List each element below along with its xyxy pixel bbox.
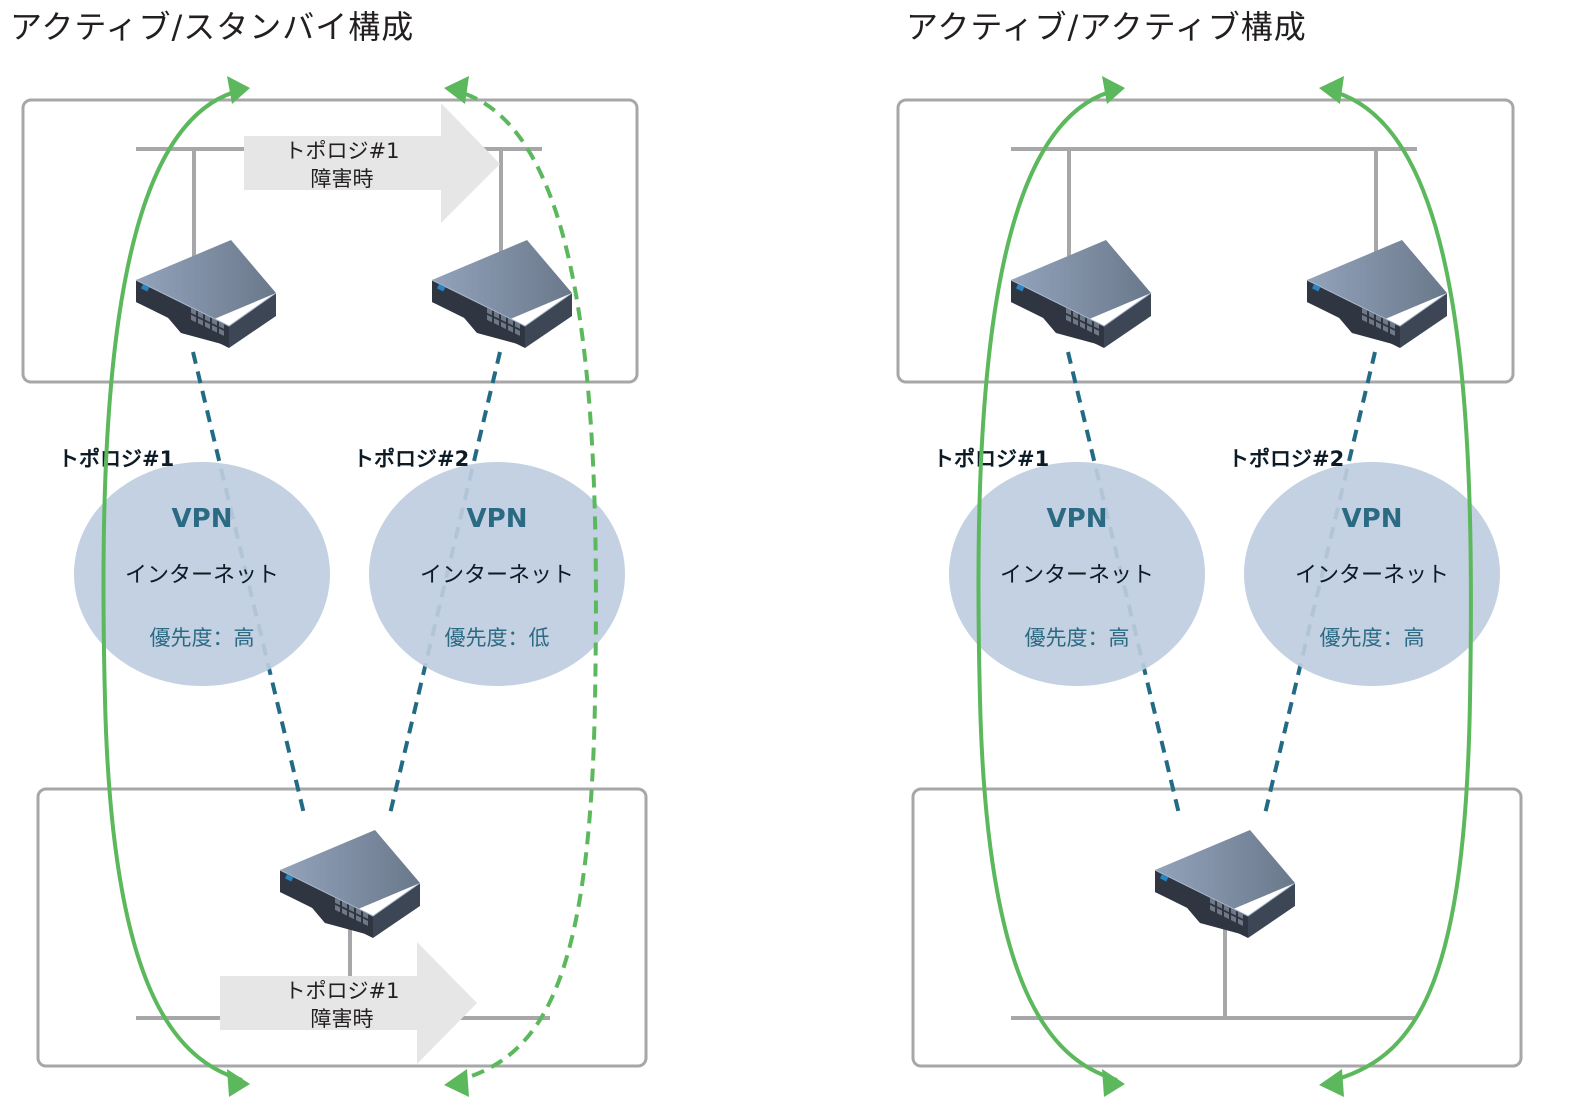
traffic-path-topology-2: [451, 88, 598, 1084]
traffic-arrowhead-icon: [227, 1069, 250, 1097]
vpn-label: VPN: [172, 504, 233, 534]
traffic-arrowhead-icon: [1102, 76, 1125, 104]
internet-label: インターネット: [125, 563, 279, 588]
branch-router-icon: [1154, 829, 1296, 939]
failover-arrow-label-line1: トポロジ#1: [285, 139, 400, 163]
hub-router-2-icon: [1306, 239, 1448, 349]
failover-arrow-label-line1: トポロジ#1: [285, 979, 400, 1003]
failover-arrow-label-line2: 障害時: [311, 1007, 374, 1031]
traffic-path-topology-2: [1326, 88, 1473, 1084]
failover-arrow-bottom: トポロジ#1 障害時: [220, 942, 477, 1064]
vpn-label: VPN: [1047, 504, 1108, 534]
priority-label: 優先度：高: [1320, 626, 1425, 650]
internet-label: インターネット: [1295, 563, 1449, 588]
topology-label: トポロジ#1: [933, 447, 1049, 471]
hub-router-1-icon: [135, 239, 277, 349]
branch-site-box: [911, 787, 1523, 1068]
internet-label: インターネット: [420, 563, 574, 588]
panel-title-active-active: アクティブ/アクティブ構成: [906, 8, 1307, 46]
vpn-label: VPN: [1342, 504, 1403, 534]
panel-active-active: トポロジ#1 VPN インターネット 優先度：高 トポロジ#2 VPN インター…: [896, 76, 1523, 1097]
topology-label: トポロジ#1: [58, 447, 174, 471]
traffic-path-topology-1: [101, 88, 243, 1082]
traffic-path-topology-1: [976, 88, 1118, 1082]
vpn-cloud-topology-2: トポロジ#2 VPN インターネット 優先度：高: [1228, 447, 1500, 686]
priority-label: 優先度：高: [150, 626, 255, 650]
vpn-cloud-topology-1: トポロジ#1 VPN インターネット 優先度：高: [58, 447, 330, 686]
vpn-cloud-topology-1: トポロジ#1 VPN インターネット 優先度：高: [933, 447, 1205, 686]
failover-arrow-label-line2: 障害時: [311, 167, 374, 191]
traffic-arrowhead-icon: [444, 1069, 469, 1097]
traffic-arrowhead-icon: [444, 76, 469, 104]
priority-label: 優先度：低: [445, 626, 550, 650]
topology-label: トポロジ#2: [353, 447, 469, 471]
hub-router-2-icon: [431, 239, 573, 349]
traffic-arrowhead-icon: [1319, 76, 1344, 104]
panel-title-active-standby: アクティブ/スタンバイ構成: [10, 8, 415, 46]
traffic-arrowhead-icon: [227, 76, 250, 104]
failover-arrow-top: トポロジ#1 障害時: [244, 103, 500, 223]
hub-router-1-icon: [1010, 239, 1152, 349]
vpn-cloud-topology-2: トポロジ#2 VPN インターネット 優先度：低: [353, 447, 625, 686]
traffic-arrowhead-icon: [1319, 1069, 1344, 1097]
branch-site-box: [36, 787, 648, 1068]
hub-site-box: [896, 98, 1515, 384]
hub-site-box: [21, 98, 639, 384]
traffic-arrowhead-icon: [1102, 1069, 1125, 1097]
internet-label: インターネット: [1000, 563, 1154, 588]
vpn-label: VPN: [467, 504, 528, 534]
branch-router-icon: [279, 829, 421, 939]
panel-active-standby: トポロジ#1 障害時 トポロジ#1 障害時 トポロジ#1 VPN インターネット…: [21, 76, 648, 1097]
topology-label: トポロジ#2: [1228, 447, 1344, 471]
priority-label: 優先度：高: [1025, 626, 1130, 650]
